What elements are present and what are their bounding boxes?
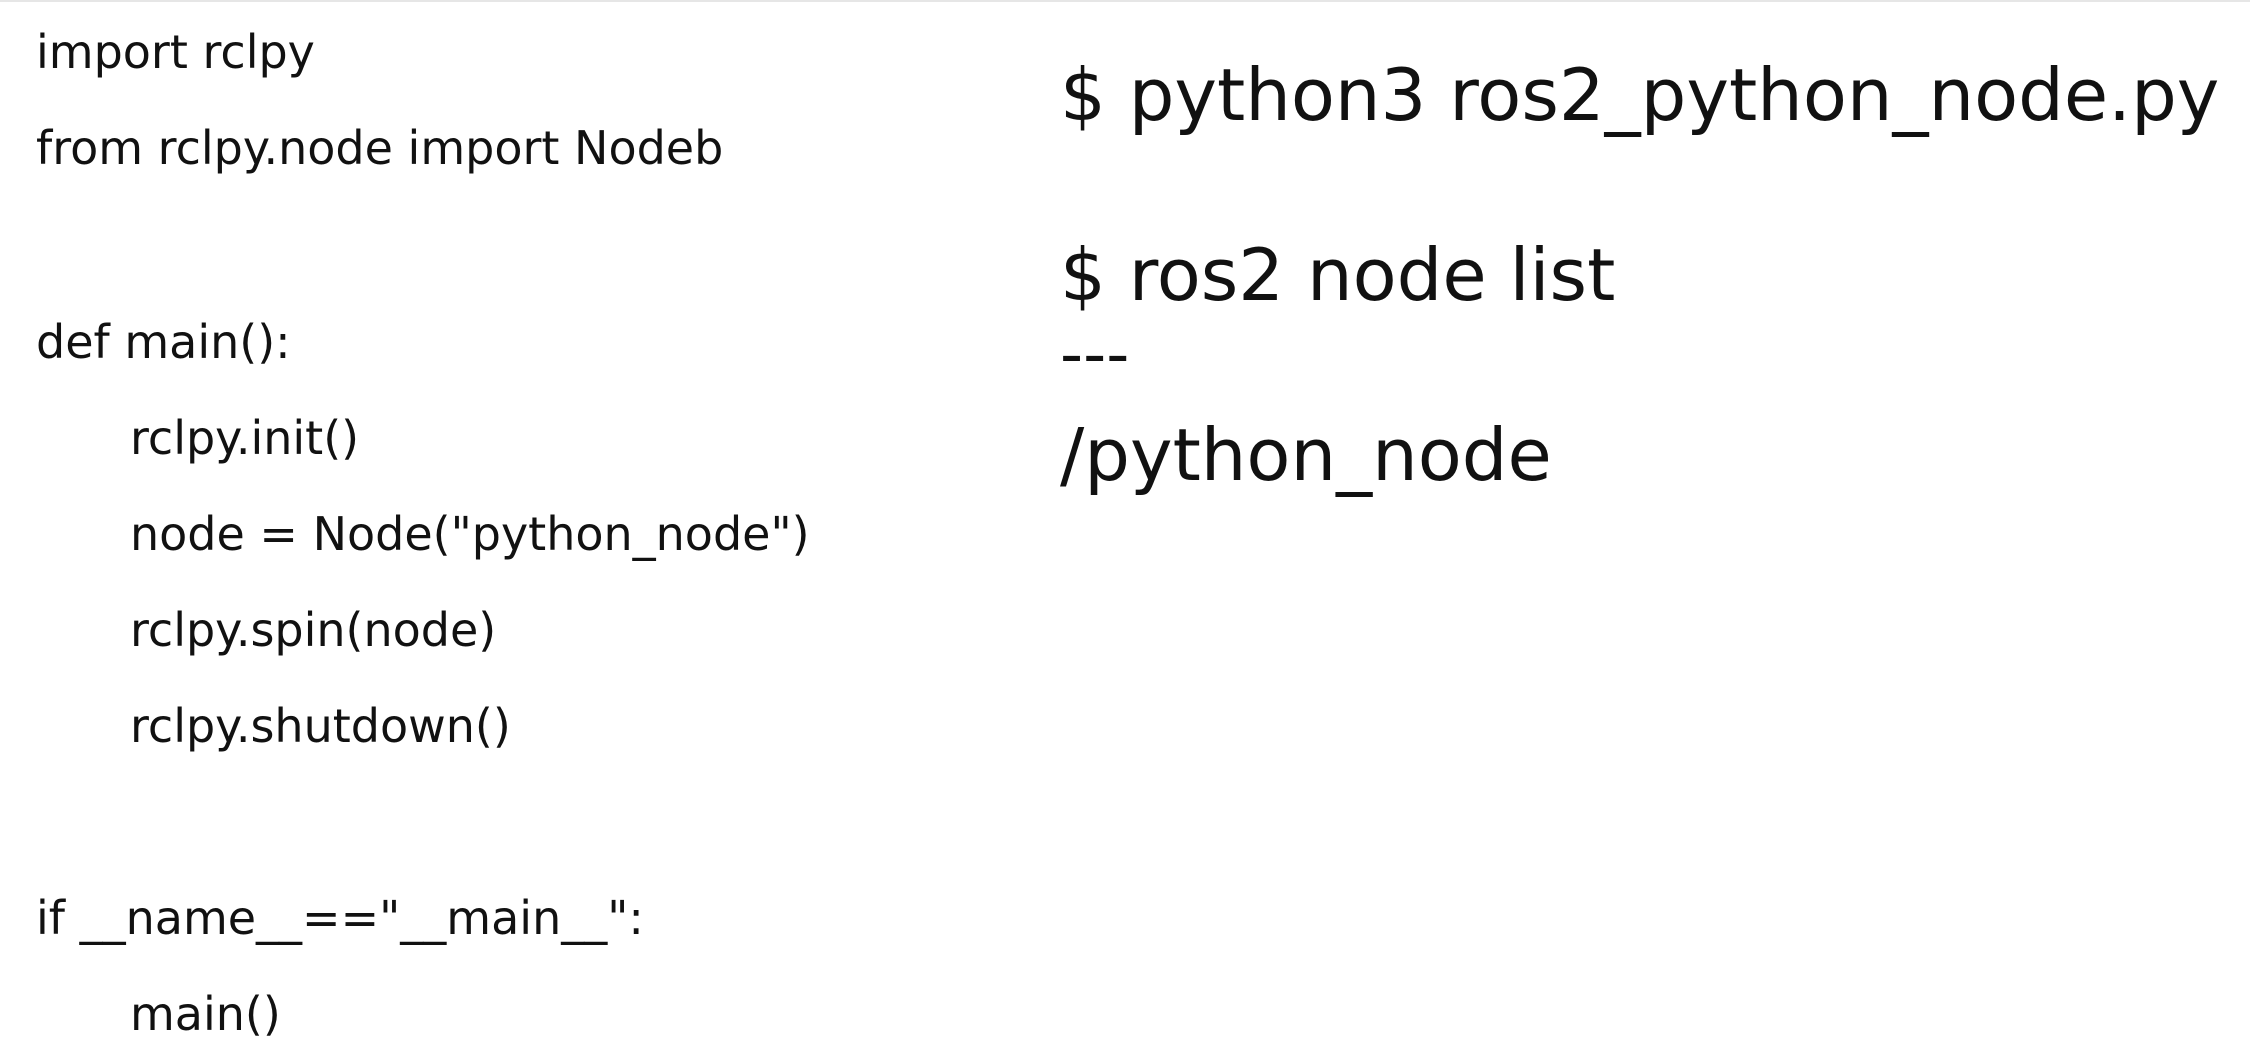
terminal-output-node-name: /python_node <box>1060 413 1552 497</box>
code-line-import-rclpy: import rclpy <box>36 25 315 79</box>
code-line-call-main: main() <box>130 987 281 1041</box>
code-line-rclpy-shutdown: rclpy.shutdown() <box>130 699 511 753</box>
python-code-block: import rclpy from rclpy.node import Node… <box>36 22 1016 1062</box>
terminal-command-node-list: $ ros2 node list <box>1060 233 1616 317</box>
terminal-command-run-node: $ python3 ros2_python_node.py <box>1060 53 2220 137</box>
code-line-def-main: def main(): <box>36 315 291 369</box>
terminal-output-block: $ python3 ros2_python_node.py $ ros2 nod… <box>1060 50 2240 550</box>
code-line-if-main: if __name__=="__main__": <box>36 891 644 945</box>
top-border <box>0 0 2250 2</box>
code-line-rclpy-init: rclpy.init() <box>130 411 360 465</box>
code-line-node-create: node = Node("python_node") <box>130 507 810 561</box>
code-line-import-node: from rclpy.node import Nodeb <box>36 121 724 175</box>
terminal-divider: --- <box>1060 318 1130 392</box>
code-line-rclpy-spin: rclpy.spin(node) <box>130 603 497 657</box>
